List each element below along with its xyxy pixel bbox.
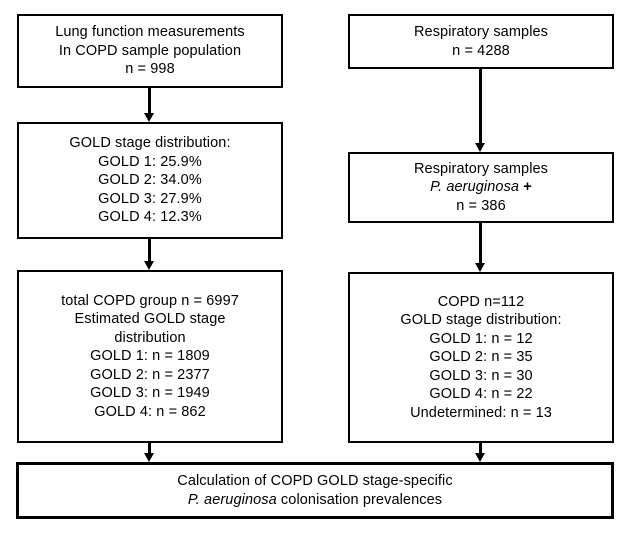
box-line: Lung function measurements xyxy=(55,24,245,41)
box-line: GOLD 2: n = 2377 xyxy=(90,366,210,383)
box-line: Respiratory samples xyxy=(413,160,549,177)
box-line: GOLD 3: n = 30 xyxy=(429,367,533,384)
box-line: GOLD 4: 12.3% xyxy=(98,209,202,226)
arrow-shaft xyxy=(148,443,151,453)
arrow-pa-to-copd xyxy=(475,223,485,272)
box-line: Calculation of COPD GOLD stage-specific xyxy=(177,473,453,489)
box-respiratory-samples: Respiratory samples n = 4288 xyxy=(348,14,614,69)
box-lung-function-measurements: Lung function measurements In COPD sampl… xyxy=(17,14,283,88)
calc-suffix: colonisation prevalences xyxy=(276,491,443,508)
arrow-head xyxy=(475,453,485,462)
box-line: GOLD 4: n = 862 xyxy=(94,403,206,420)
box-line: GOLD 1: n = 12 xyxy=(429,330,533,347)
box-gold-stage-distribution: GOLD stage distribution: GOLD 1: 25.9% G… xyxy=(17,122,283,239)
box-line: GOLD 3: 27.9% xyxy=(98,190,202,207)
box-line: GOLD 3: n = 1949 xyxy=(90,385,210,402)
box-line: n = 998 xyxy=(125,61,175,78)
arrow-head xyxy=(475,143,485,152)
species-name: P. aeruginosa xyxy=(187,491,277,508)
arrow-resp-to-pa xyxy=(475,69,485,152)
box-line: GOLD 4: n = 22 xyxy=(429,386,533,403)
box-line: GOLD 2: n = 35 xyxy=(429,349,533,366)
box-line: GOLD 2: 34.0% xyxy=(98,172,202,189)
arrow-lung-to-gold xyxy=(144,88,154,122)
box-line: In COPD sample population xyxy=(58,42,242,59)
arrow-head xyxy=(144,261,154,270)
box-line-calc: P. aeruginosa colonisation prevalences xyxy=(188,491,442,510)
arrow-shaft xyxy=(479,69,482,143)
arrow-copd-to-calculation xyxy=(475,443,485,462)
box-line: GOLD 1: n = 1809 xyxy=(90,348,210,365)
box-line: n = 386 xyxy=(456,197,506,214)
arrow-gold-to-total xyxy=(144,239,154,270)
box-total-copd-group: total COPD group n = 6997 Estimated GOLD… xyxy=(17,270,283,443)
box-line: COPD n=112 xyxy=(437,293,525,310)
box-line: distribution xyxy=(114,329,186,346)
box-line: GOLD stage distribution: xyxy=(400,312,562,329)
arrow-head xyxy=(144,453,154,462)
box-respiratory-samples-pa-positive: Respiratory samples P. aeruginosa + n = … xyxy=(348,152,614,223)
box-line: Estimated GOLD stage xyxy=(74,311,226,328)
arrow-head xyxy=(144,113,154,122)
arrow-shaft xyxy=(148,88,151,113)
species-name: P. aeruginosa xyxy=(430,179,520,196)
positive-sign: + xyxy=(523,179,532,196)
box-line: GOLD stage distribution: xyxy=(69,135,231,152)
box-line: n = 4288 xyxy=(452,42,510,59)
box-line-pa: P. aeruginosa + xyxy=(430,178,532,197)
arrow-shaft xyxy=(148,239,151,261)
arrow-shaft xyxy=(479,443,482,453)
box-copd-pa-gold-distribution: COPD n=112 GOLD stage distribution: GOLD… xyxy=(348,272,614,443)
box-line: GOLD 1: 25.9% xyxy=(98,153,202,170)
arrow-total-to-calculation xyxy=(144,443,154,462)
box-calculation-result: Calculation of COPD GOLD stage-specific … xyxy=(16,462,614,519)
box-line: total COPD group n = 6997 xyxy=(61,292,239,309)
arrow-head xyxy=(475,263,485,272)
arrow-shaft xyxy=(479,223,482,263)
box-line: Respiratory samples xyxy=(413,24,549,40)
box-line: Undetermined: n = 13 xyxy=(410,404,552,421)
